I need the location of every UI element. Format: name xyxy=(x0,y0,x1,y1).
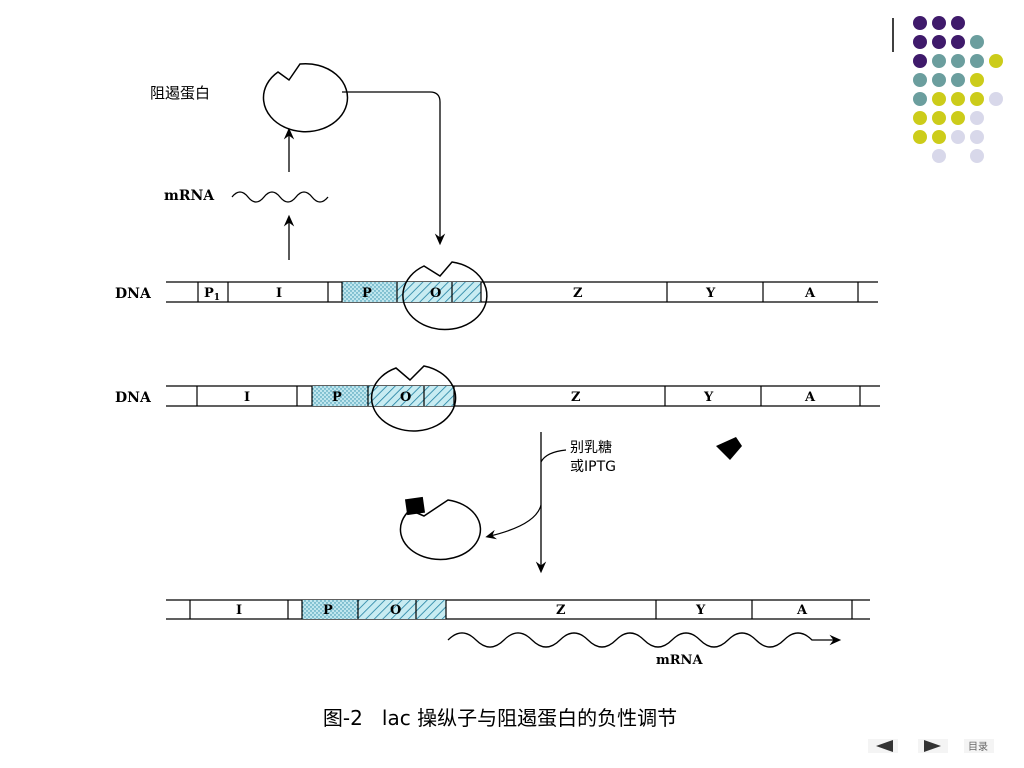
figure-title: lac 操纵子与阻遏蛋白的负性调节 xyxy=(381,706,678,730)
gene-a-label-2: A xyxy=(804,390,816,405)
operator-region-3 xyxy=(358,600,446,619)
decorative-dot xyxy=(970,130,984,144)
decorative-dot xyxy=(970,35,984,49)
mrna-wave-bottom xyxy=(447,632,842,648)
dna-label-1: DNA xyxy=(115,286,152,302)
decorative-dot xyxy=(970,111,984,125)
menu-label: 目录 xyxy=(968,741,988,753)
decorative-dot xyxy=(989,54,1003,68)
operator-region-2 xyxy=(368,386,454,406)
release-arrow xyxy=(485,504,542,540)
decorative-dot xyxy=(970,92,984,106)
gene-a-label-3: A xyxy=(796,603,808,618)
decorative-dot xyxy=(932,16,946,30)
mrna-wave-top xyxy=(231,191,329,203)
gene-z-label-1: Z xyxy=(573,286,583,301)
gene-i-label-2: I xyxy=(244,390,250,405)
decorative-dot xyxy=(932,54,946,68)
gene-p-label-3: P xyxy=(323,603,333,618)
promoter-region-2 xyxy=(312,386,368,406)
svg-text:P1: P1 xyxy=(204,286,220,303)
decorative-dot xyxy=(951,16,965,30)
gene-p1-subscript: 1 xyxy=(214,293,220,303)
mrna-label-top: mRNA xyxy=(164,188,215,204)
gene-p-label-1: P xyxy=(362,286,372,301)
dna-label-2: DNA xyxy=(115,390,152,406)
prev-slide-button[interactable] xyxy=(868,739,898,753)
decorative-dot xyxy=(951,54,965,68)
decorative-dot-cluster xyxy=(892,16,1003,163)
figure-number: 图-2 xyxy=(322,706,363,730)
decorative-dot xyxy=(951,92,965,106)
promoter-region-1 xyxy=(342,282,397,302)
figure-caption: 图-2 lac 操纵子与阻遏蛋白的负性调节 xyxy=(0,702,1000,731)
decorative-dot xyxy=(970,149,984,163)
repressor-protein-shape xyxy=(262,62,349,133)
decorative-dot xyxy=(913,111,927,125)
decorative-dot xyxy=(989,92,1003,106)
dna-row-2: DNA I P O Z Y A xyxy=(115,365,880,432)
gene-p1-label: P xyxy=(204,286,214,301)
gene-z-label-2: Z xyxy=(571,390,581,405)
gene-o-label-3: O xyxy=(390,603,401,618)
decorative-dot xyxy=(970,73,984,87)
decorative-dot xyxy=(951,111,965,125)
decorative-dot xyxy=(932,149,946,163)
decorative-dot xyxy=(913,16,927,30)
promoter-region-3 xyxy=(302,600,358,619)
inducer-label-line1: 别乳糖 xyxy=(570,440,612,456)
decorative-dot xyxy=(932,111,946,125)
decorative-dot xyxy=(913,54,927,68)
decorative-dot xyxy=(913,35,927,49)
decorative-dot xyxy=(932,130,946,144)
gene-y-label-3: Y xyxy=(695,603,706,618)
released-repressor xyxy=(399,499,482,561)
mrna-label-bottom: mRNA xyxy=(656,653,703,668)
operator-region-1 xyxy=(397,282,481,302)
gene-p-label-2: P xyxy=(332,390,342,405)
decorative-dot xyxy=(932,92,946,106)
menu-button[interactable]: 目录 xyxy=(964,739,994,753)
gene-y-label-2: Y xyxy=(703,390,714,405)
decorative-dot xyxy=(913,130,927,144)
decorative-dot xyxy=(932,73,946,87)
decorative-dot xyxy=(913,73,927,87)
decorative-dot xyxy=(951,35,965,49)
repressor-binding-arrow xyxy=(342,91,446,246)
bound-repressor-2 xyxy=(370,365,457,432)
dna-row-1: DNA P1 I P O Z Y A xyxy=(115,261,878,331)
inducer-pointer-line xyxy=(540,449,567,463)
gene-z-label-3: Z xyxy=(556,603,566,618)
gene-o-label-2: O xyxy=(400,390,411,405)
bound-repressor-1 xyxy=(402,261,488,331)
inducer-molecule xyxy=(716,437,742,460)
gene-i-label-3: I xyxy=(236,603,242,618)
gene-i-label-1: I xyxy=(276,286,282,301)
gene-o-label-1: O xyxy=(430,286,441,301)
triangle-right-icon xyxy=(924,740,941,752)
repressor-label: 阻遏蛋白 xyxy=(150,84,210,102)
bound-inducer xyxy=(404,496,426,516)
decorative-dot xyxy=(970,54,984,68)
decorative-dot xyxy=(951,130,965,144)
decorative-dot xyxy=(951,73,965,87)
decorative-dot xyxy=(932,35,946,49)
triangle-left-icon xyxy=(876,740,893,752)
inducer-label-line2: 或IPTG xyxy=(570,459,616,475)
dna-row-3: I P O Z Y A xyxy=(166,599,870,620)
gene-a-label-1: A xyxy=(804,286,816,301)
next-slide-button[interactable] xyxy=(918,739,948,753)
gene-y-label-1: Y xyxy=(705,286,716,301)
decorative-dot xyxy=(913,92,927,106)
